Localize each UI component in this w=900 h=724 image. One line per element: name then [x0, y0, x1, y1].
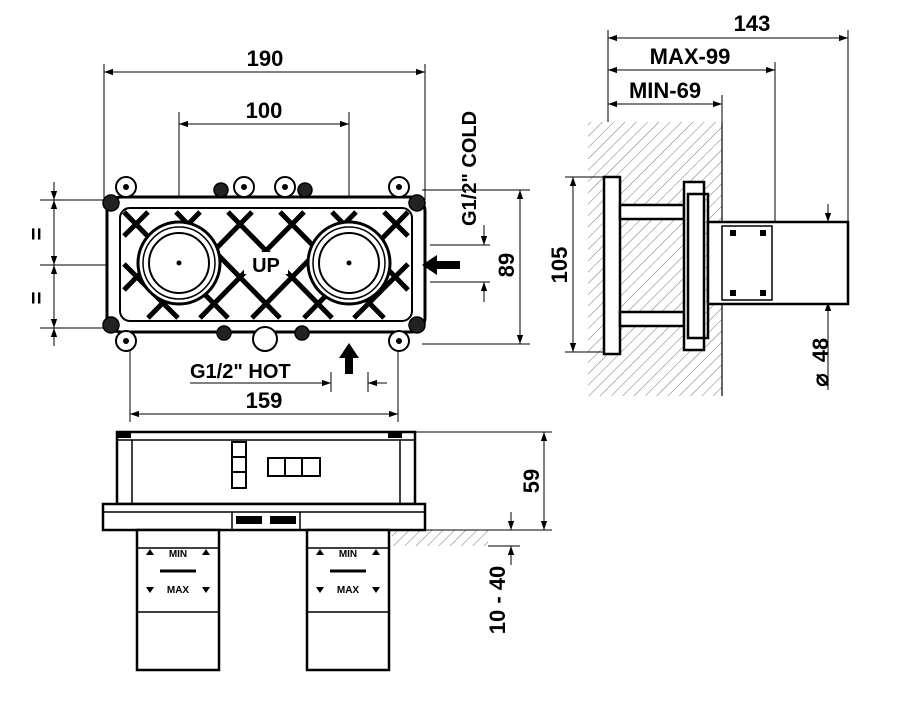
- max-label-left: MAX: [167, 585, 190, 596]
- side-view: 143 MAX-99 MIN-69 105 ⌀ 48: [547, 11, 850, 396]
- right-stem-markings: MIN MAX: [330, 549, 366, 596]
- dim-overall-width: 190: [247, 46, 284, 71]
- dim-min-depth: MIN-69: [629, 78, 701, 103]
- min-label-left: MIN: [169, 549, 187, 560]
- dim-max-depth: MAX-99: [650, 44, 731, 69]
- left-stem-markings: MIN MAX: [160, 549, 196, 596]
- min-label-right: MIN: [339, 549, 357, 560]
- dim-bottom-height: 59: [519, 469, 544, 493]
- front-view: UP 190 100 159 G1/2" HOT G1/2" COLD 89 =…: [24, 46, 530, 422]
- symmetry-mark-upper: =: [24, 228, 49, 241]
- cold-inlet-arrow: [422, 255, 460, 275]
- hot-inlet-arrow: [339, 343, 359, 374]
- max-label-right: MAX: [337, 585, 360, 596]
- logo-text: UP: [252, 255, 280, 277]
- dim-body-height: 105: [547, 247, 572, 284]
- dim-height: 89: [494, 253, 519, 277]
- cold-inlet-label: G1/2" COLD: [459, 111, 481, 226]
- dim-mount-spacing: 159: [246, 388, 283, 413]
- front-body: UP: [102, 176, 427, 352]
- hot-inlet-label: G1/2" HOT: [190, 361, 291, 383]
- bottom-view: MIN MAX MIN MAX 59 10 - 40: [101, 430, 552, 672]
- dim-adjust-range: 10 - 40: [485, 566, 510, 635]
- dim-inlet-spacing: 100: [246, 98, 283, 123]
- dim-total-depth: 143: [734, 11, 771, 36]
- dim-diameter: 48: [808, 338, 833, 362]
- diameter-symbol: ⌀: [808, 373, 833, 387]
- symmetry-mark-lower: =: [24, 292, 49, 305]
